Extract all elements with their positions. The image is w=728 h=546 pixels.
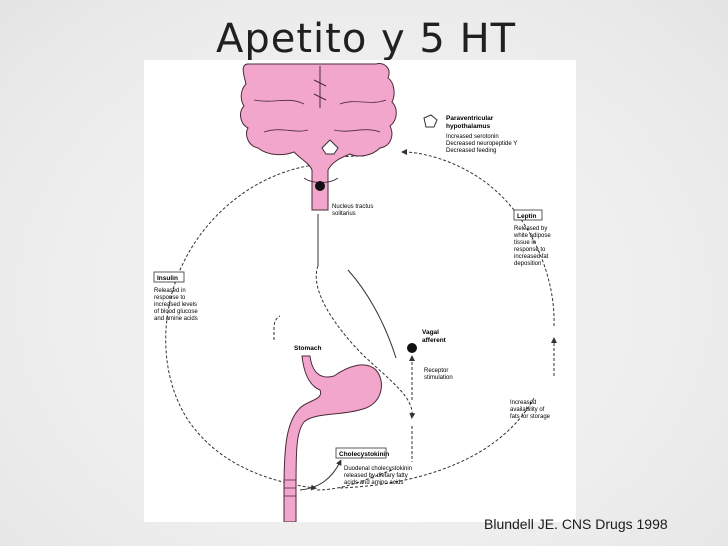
fat-storage-0: Increased — [510, 400, 536, 406]
pvn-title-1: Paraventricular — [446, 115, 494, 122]
receptor-label-2: stimulation — [424, 375, 453, 381]
leptin-block: Leptin Released by white adipose tissue … — [513, 209, 551, 267]
leptin-desc-3: response to — [514, 247, 546, 253]
cck-block: Cholecystokinin Duodenal cholecystokinin… — [335, 447, 412, 486]
insulin-block: Insulin Released in response to increase… — [153, 271, 198, 322]
pvn-title-2: hypothalamus — [446, 123, 490, 130]
insulin-desc-3: of blood glucose — [154, 309, 198, 315]
leptin-label: Leptin — [517, 213, 537, 220]
stomach — [283, 355, 382, 523]
cck-box — [335, 447, 387, 459]
cck-desc-1: released by dietary fatty — [344, 473, 408, 479]
pvn-legend: Paraventricular hypothalamus Increased s… — [423, 114, 517, 154]
nts-label-2: solitarius — [332, 211, 356, 217]
hypothalamus-icon — [321, 139, 339, 155]
brain — [240, 63, 397, 211]
feedback-loop — [165, 149, 557, 491]
receptor-label: Receptor stimulation — [424, 368, 453, 381]
insulin-description: Released in response to increased levels… — [154, 288, 198, 322]
insulin-box — [153, 271, 185, 283]
vagal-label: Vagal afferent — [422, 329, 447, 344]
receptor-label-1: Receptor — [424, 368, 448, 374]
pvn-icon — [423, 114, 438, 128]
insulin-desc-0: Released in — [154, 288, 186, 294]
nts-node-icon — [315, 181, 325, 191]
fat-storage-2: fats for storage — [510, 414, 551, 420]
pvn-effect-1: Increased serotonin — [446, 134, 499, 140]
pvn-effect-3: Decreased feeding — [446, 148, 496, 154]
leptin-box — [513, 209, 543, 221]
nts-label: Nucleus tractus solitarius — [332, 204, 373, 217]
leptin-desc-1: white adipose — [513, 233, 551, 239]
leptin-desc-5: deposition — [514, 261, 541, 267]
insulin-label: Insulin — [157, 275, 178, 282]
cck-label: Cholecystokinin — [339, 451, 389, 458]
leptin-description: Released by white adipose tissue in resp… — [513, 226, 551, 267]
cck-description: Duodenal cholecystokinin released by die… — [344, 466, 412, 486]
insulin-desc-1: response to — [154, 295, 186, 301]
stomach-label: Stomach — [294, 345, 321, 352]
vagal-node-icon — [407, 343, 417, 353]
cck-desc-2: acids and amino acids — [344, 480, 403, 486]
pvn-effect-2: Decreased neuropeptide Y — [446, 141, 517, 147]
leptin-desc-4: increased fat — [514, 254, 549, 260]
vagal-label-1: Vagal — [422, 329, 439, 336]
leptin-desc-2: tissue in — [514, 240, 536, 246]
fat-storage-1: availability of — [510, 407, 545, 413]
leptin-desc-0: Released by — [514, 226, 547, 232]
insulin-desc-4: and amine acids — [154, 316, 198, 322]
vagal-label-2: afferent — [422, 337, 447, 344]
insulin-desc-2: increased levels — [154, 302, 197, 308]
fat-storage-label: Increased availability of fats for stora… — [510, 400, 551, 420]
appetite-diagram: Paraventricular hypothalamus Increased s… — [144, 60, 576, 523]
cck-desc-0: Duodenal cholecystokinin — [344, 466, 412, 472]
citation: Blundell JE. CNS Drugs 1998 — [484, 516, 668, 532]
diagram-svg: Paraventricular hypothalamus Increased s… — [153, 63, 557, 523]
nts-label-1: Nucleus tractus — [332, 204, 373, 210]
slide-title: Apetito y 5 HT — [216, 16, 517, 62]
